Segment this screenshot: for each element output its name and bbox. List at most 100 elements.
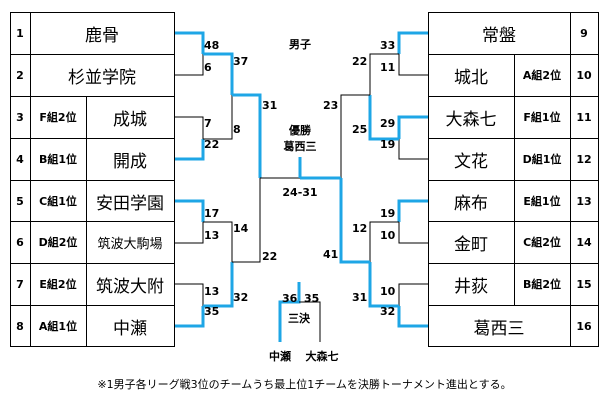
left-team-group: A組1位 [38, 320, 78, 333]
right-team-group: C組2位 [523, 236, 561, 249]
right-team-name: 大森七 [445, 109, 497, 130]
match-score: 17 [204, 207, 220, 220]
right-team-group: F組1位 [523, 111, 561, 124]
right-team-group: E組1位 [523, 195, 561, 208]
match-score: 13 [204, 229, 220, 242]
left-team-name: 鹿骨 [85, 25, 119, 46]
match-score: 22 [204, 138, 220, 151]
left-team-num: 2 [16, 68, 24, 82]
left-r3-win-line [232, 93, 262, 178]
right-team-num: 15 [576, 277, 592, 291]
match-score: 7 [204, 117, 212, 130]
third-place-score-left: 36 [282, 292, 298, 305]
right-team-num: 9 [580, 26, 588, 40]
left-r2-m2-win-line [203, 262, 234, 308]
third-place-win-line [278, 282, 301, 342]
left-r2-m1-win-line [203, 52, 234, 95]
final-score: 24-31 [282, 186, 318, 199]
left-r1-m4-win-line [175, 306, 205, 328]
left-r1-m1-line [175, 54, 204, 76]
left-team-group: E組2位 [39, 278, 77, 291]
match-score: 48 [204, 39, 220, 52]
bracket-title: 男子 [289, 38, 311, 51]
left-r1-m3-line [175, 222, 204, 244]
right-r1-m3-line [398, 222, 428, 244]
third-place-line [299, 301, 321, 342]
left-team-name: 筑波大駒場 [97, 236, 163, 252]
right-team-name: 常盤 [482, 25, 516, 46]
right-team-num: 11 [576, 110, 592, 124]
match-score: 19 [380, 138, 396, 151]
right-team-num: 14 [576, 235, 592, 249]
match-score: 33 [380, 39, 396, 52]
left-r1-m3-win-line [175, 199, 205, 222]
winner-name: 葛西三 [283, 140, 317, 153]
right-r2-m1-win-line [368, 95, 399, 141]
right-team-name: 文花 [454, 151, 488, 172]
left-r3-line [232, 178, 261, 263]
match-score: 6 [204, 61, 212, 74]
winner-label: 優勝 [289, 124, 311, 137]
match-score: 32 [380, 305, 396, 318]
right-team-name: 葛西三 [473, 318, 525, 339]
left-team-num: 1 [16, 26, 24, 40]
right-r1-m2-line [398, 139, 428, 160]
match-score: 13 [204, 285, 220, 298]
right-table-border [428, 12, 599, 347]
right-team-num: 10 [576, 68, 592, 82]
match-score: 12 [352, 222, 368, 235]
match-score: 22 [352, 55, 368, 68]
right-r1-m2-win-line [397, 115, 428, 139]
match-score: 41 [323, 248, 339, 261]
right-team-group: B組2位 [522, 278, 562, 291]
left-team-name: 筑波大附 [96, 276, 164, 297]
match-score: 31 [262, 99, 278, 112]
match-score: 25 [352, 123, 368, 136]
right-r2-m1-line [369, 53, 399, 95]
match-score: 22 [262, 250, 278, 263]
match-score: 10 [380, 229, 396, 242]
right-team-group: A組2位 [522, 69, 562, 82]
match-score: 14 [233, 222, 249, 235]
match-score: 8 [233, 123, 241, 136]
right-team-name: 麻布 [454, 193, 488, 214]
right-r1-m3-win-line [397, 199, 428, 222]
left-team-group: C組1位 [39, 195, 77, 208]
left-r1-m1-win-line [175, 31, 205, 54]
right-r1-m1-win-line [397, 31, 428, 54]
right-team-num: 12 [576, 152, 592, 166]
left-team-num: 7 [16, 277, 24, 291]
match-score: 32 [233, 291, 249, 304]
left-r1-m2-line [175, 116, 204, 139]
left-team-name: 安田学園 [96, 193, 164, 214]
left-team-num: 6 [16, 235, 24, 249]
right-r1-m4-win-line [397, 306, 428, 328]
third-place-score-right: 35 [304, 292, 320, 305]
third-place-team-left: 中瀬 [269, 350, 291, 363]
left-team-num: 8 [16, 319, 24, 333]
left-team-name: 開成 [113, 151, 147, 172]
match-score: 31 [352, 291, 368, 304]
right-r2-m2-win-line [368, 262, 399, 308]
match-score: 35 [204, 305, 220, 318]
match-score: 10 [380, 285, 396, 298]
right-r3-line [340, 94, 370, 178]
left-r1-m4-line [175, 283, 204, 306]
right-team-name: 金町 [454, 234, 488, 255]
left-team-group: B組1位 [38, 153, 78, 166]
third-place-label: 三決 [288, 312, 310, 325]
right-team-name: 城北 [454, 67, 488, 88]
right-team-num: 13 [576, 194, 592, 208]
left-team-group: D組2位 [38, 236, 78, 249]
third-place-team-right: 大森七 [305, 350, 339, 363]
footnote: ※1男子各リーグ戦3位のチームうち最上位1チームを決勝トーナメント進出とする。 [97, 378, 512, 391]
left-team-num: 4 [16, 152, 24, 166]
match-score: 23 [323, 99, 339, 112]
left-r2-m1-line [203, 95, 233, 140]
right-r3-win-line [339, 178, 370, 264]
left-team-num: 3 [16, 110, 24, 124]
left-team-num: 5 [16, 194, 24, 208]
left-team-name: 中瀬 [113, 318, 147, 339]
